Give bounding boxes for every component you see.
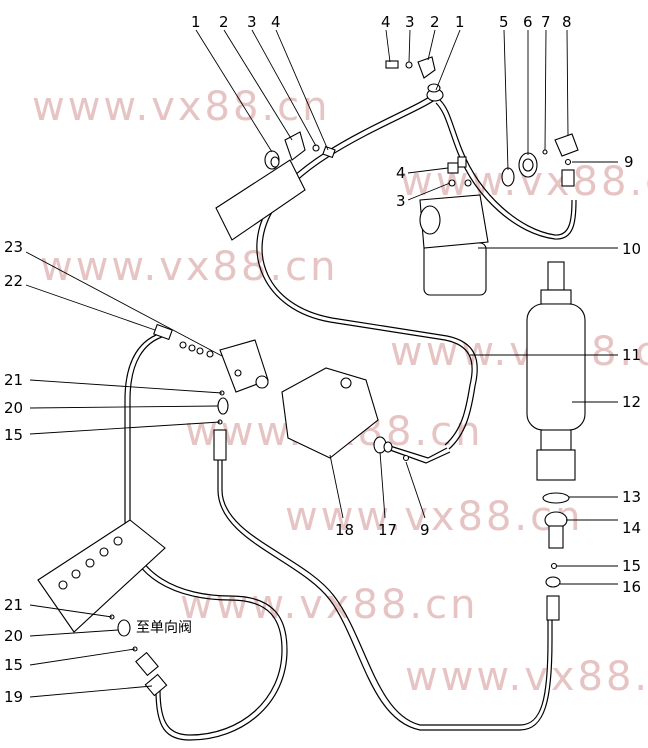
callout-21-middle: 21 <box>4 371 23 389</box>
pipes <box>124 94 577 741</box>
watermark-6: www.vx88.cn <box>285 494 584 540</box>
callout-3-top: 3 <box>405 13 415 31</box>
callout-23: 23 <box>4 238 23 256</box>
callout-17: 17 <box>378 521 397 539</box>
fitting-group-right <box>501 133 579 187</box>
fitting-group-bottom-left <box>109 614 168 697</box>
callout-1-top: 1 <box>455 13 465 31</box>
callout-9-bottom: 9 <box>420 521 430 539</box>
callout-11: 11 <box>622 346 641 364</box>
callout-5: 5 <box>499 13 509 31</box>
callout-22: 22 <box>4 272 23 290</box>
manifold-block-bottom <box>37 519 166 633</box>
callout-3-left: 3 <box>247 13 257 31</box>
callout-16: 16 <box>622 578 641 596</box>
callout-2-left: 2 <box>219 13 229 31</box>
callout-19: 19 <box>4 688 23 706</box>
callout-15-middle: 15 <box>4 426 23 444</box>
watermark-7: www.vx88.cn <box>180 582 479 628</box>
watermark-3: www.vx88.cn <box>40 244 339 290</box>
callout-21-bottom: 21 <box>4 596 23 614</box>
valve-block-middle <box>153 323 269 461</box>
callout-13: 13 <box>622 488 641 506</box>
fitting-group-top-right <box>385 56 444 102</box>
callout-20-middle: 20 <box>4 399 23 417</box>
callout-2-top: 2 <box>430 13 440 31</box>
callout-18: 18 <box>335 521 354 539</box>
callout-4-filter: 4 <box>396 164 406 182</box>
callout-9-right: 9 <box>624 153 634 171</box>
callout-1-left: 1 <box>191 13 201 31</box>
callout-4-top: 4 <box>381 13 391 31</box>
callout-14: 14 <box>622 519 641 537</box>
callout-labels: 1 2 3 4 4 3 2 1 5 6 7 8 9 4 3 10 23 22 1… <box>4 13 641 706</box>
callout-15-right: 15 <box>622 557 641 575</box>
callout-8: 8 <box>562 13 572 31</box>
callout-15-bottom: 15 <box>4 656 23 674</box>
callout-7: 7 <box>541 13 551 31</box>
callout-10: 10 <box>622 240 641 258</box>
watermark-8: www.vx88.cn <box>405 654 648 700</box>
accumulator <box>526 261 586 621</box>
leader-lines <box>25 29 618 698</box>
check-valve-note: 至单向阀 <box>136 620 192 636</box>
callout-3-filter: 3 <box>396 192 406 210</box>
callout-12: 12 <box>622 393 641 411</box>
mounting-plate-top-left <box>215 159 306 241</box>
watermark-4: www.vx88.cn <box>390 329 648 375</box>
fitting-group-17 <box>373 436 410 462</box>
watermark-1: www.vx88.cn <box>32 84 331 130</box>
bracket-part-18 <box>281 367 379 459</box>
callout-20-bottom: 20 <box>4 627 23 645</box>
callout-6: 6 <box>523 13 533 31</box>
fitting-group-top-left <box>264 131 336 170</box>
filter-assembly <box>419 156 489 296</box>
callout-4-left: 4 <box>271 13 281 31</box>
